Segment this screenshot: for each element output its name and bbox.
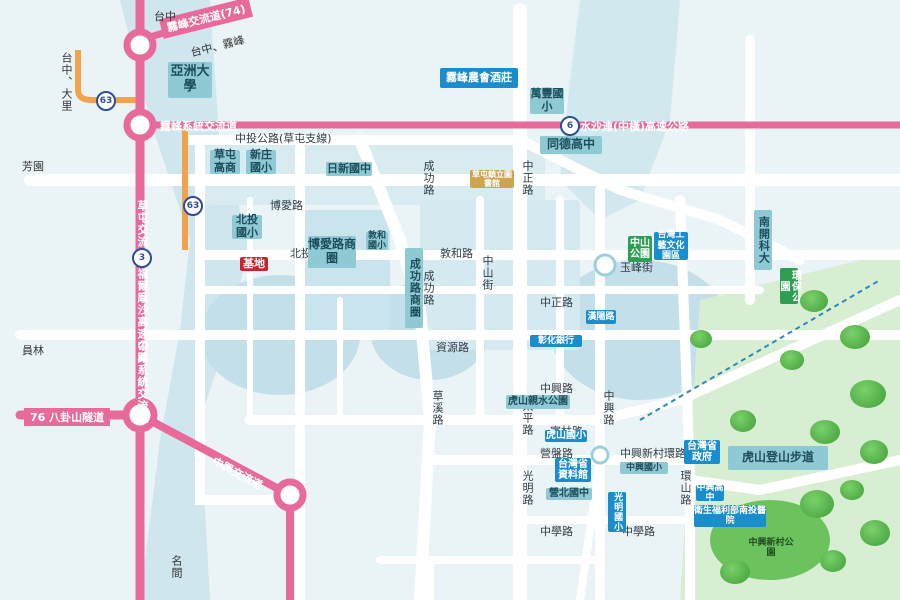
tree-13 (820, 550, 846, 572)
place-wufeng-winery: 霧峰農會酒莊 (440, 68, 518, 88)
road-label-r21: 成功路 (422, 270, 435, 306)
direction-west-low: 員林 (22, 344, 44, 357)
place-hushan-water-park: 虎山親水公園 (506, 395, 570, 409)
road-label-r18: 環山路 (679, 470, 692, 506)
place-taiwan-craft-park: 台灣工藝文化園區 (654, 230, 688, 261)
direction-south: 名間 (170, 555, 183, 579)
direction-west-top: 台中、大里 (60, 52, 73, 112)
highway-63-shield: 63 (96, 91, 116, 111)
place-hushan-elementary: 虎山國小 (545, 430, 587, 442)
direction-west-mid: 芳園 (22, 160, 44, 173)
place-hushan-trail: 虎山登山步道 (728, 446, 828, 470)
place-rixin-junior: 日新國中 (326, 161, 372, 176)
road-label-r15: 中學路 (622, 525, 655, 538)
tree-7 (810, 420, 840, 444)
roundabout-1 (593, 253, 617, 277)
tree-2 (800, 290, 828, 312)
place-chenggong-shopping: 成功路商圈 (405, 248, 423, 328)
place-beitou-elementary: 北投國小 (232, 214, 262, 239)
highway-3-label: 福爾摩沙高速公路 (136, 268, 149, 364)
place-nantou-hospital: 衛生福利部南投醫院 (694, 505, 767, 527)
place-changhua-bank: 彰化銀行 (530, 335, 582, 347)
place-zhongshan-park: 中山公園 (628, 236, 652, 262)
tree-9 (840, 480, 864, 500)
roundabout-2 (590, 445, 610, 465)
road-label-r20: 資源路 (436, 341, 469, 354)
tree-12 (720, 560, 750, 584)
place-tongde-highschool: 同德高中 (540, 136, 602, 154)
place-zhongxing-highschool: 中興高中 (696, 482, 724, 503)
tree-8 (860, 440, 888, 464)
tree-1 (690, 330, 712, 348)
road-label-r3: 中正路 (521, 160, 534, 196)
place-boai-shopping: 博愛路商圈 (308, 236, 356, 268)
tree-11 (860, 520, 890, 546)
highway-63 (75, 50, 140, 103)
zhongxing-system-label: 中興系統交流道 (136, 340, 149, 424)
place-provincial-archives: 台灣省資料館 (555, 458, 591, 482)
place-environmental-park: 環保公園 (778, 268, 801, 304)
place-caotun-library: 草屯鎮立圖書館 (470, 169, 514, 188)
road-label-r6: 成功路 (422, 160, 435, 196)
highway-6-label: 水沙連(中橫)高速公路 (580, 120, 690, 133)
bike-path (639, 279, 881, 421)
highway-6-shield: 6 (560, 116, 580, 136)
direction-north: 台中 (154, 10, 176, 23)
tree-4 (780, 350, 804, 370)
place-zhongxing-elementary: 中興國小 (620, 462, 668, 474)
road-label-r4: 博愛路 (270, 199, 303, 212)
place-guangming-elementary: 光明國小 (608, 492, 626, 532)
place-project-base: 基地 (240, 257, 268, 271)
highway-63b-shield: 63 (183, 196, 203, 216)
road-label-r16: 草溪路 (431, 390, 444, 426)
road-label-r22: 北投路 (290, 247, 323, 260)
place-zhongxing-lake: 中興新村公園 (748, 537, 794, 558)
block-2 (300, 210, 390, 330)
road-label-r2: 太平路 (521, 400, 534, 436)
road-label-r1: 中投公路(草屯支線) (235, 132, 332, 145)
road-label-r9: 中正路 (540, 296, 573, 309)
road-label-r13: 營盤路 (540, 447, 573, 460)
tree-5 (850, 380, 886, 408)
road-label-r7: 中山街 (481, 255, 494, 291)
tree-6 (730, 410, 756, 432)
road-label-r19: 光明路 (521, 470, 534, 506)
block-3 (420, 200, 580, 350)
tree-3 (840, 325, 870, 349)
tree-10 (800, 490, 834, 518)
place-yingbei-junior: 營北國中 (546, 488, 592, 500)
road-label-r17: 中興路 (602, 390, 615, 426)
road-label-r8: 玉峰街 (620, 261, 653, 274)
lake-area (560, 0, 680, 220)
place-wanfeng-elementary: 萬豐國小 (530, 87, 564, 114)
road-label-r5: 敦和路 (440, 247, 473, 260)
place-hanyang-road: 漢陽路 (586, 310, 616, 324)
wufeng-system-label: 霧峰系統交流道 (160, 120, 237, 133)
place-asia-university: 亞洲大學 (168, 62, 212, 98)
caotun-interchange-label: 草屯交流道 (136, 200, 149, 260)
place-nankai-university: 南開科大 (754, 210, 772, 270)
interchange-circles (122, 28, 307, 512)
highway-76-banner: 76 八卦山隧道 (24, 408, 111, 426)
road-label-r10: 中興路 (540, 382, 573, 395)
place-provincial-government: 台灣省政府 (684, 440, 720, 464)
highway-3-shield: 3 (132, 248, 152, 268)
road-label-r12: 中學路 (540, 525, 573, 538)
place-caotun-commerce: 草屯高商 (210, 149, 240, 174)
road-label-r14: 中興新村環路 (620, 447, 686, 460)
place-dunhe-elementary: 敦和國小 (366, 230, 388, 251)
place-xinzhuang-elementary: 新庄國小 (246, 149, 276, 174)
